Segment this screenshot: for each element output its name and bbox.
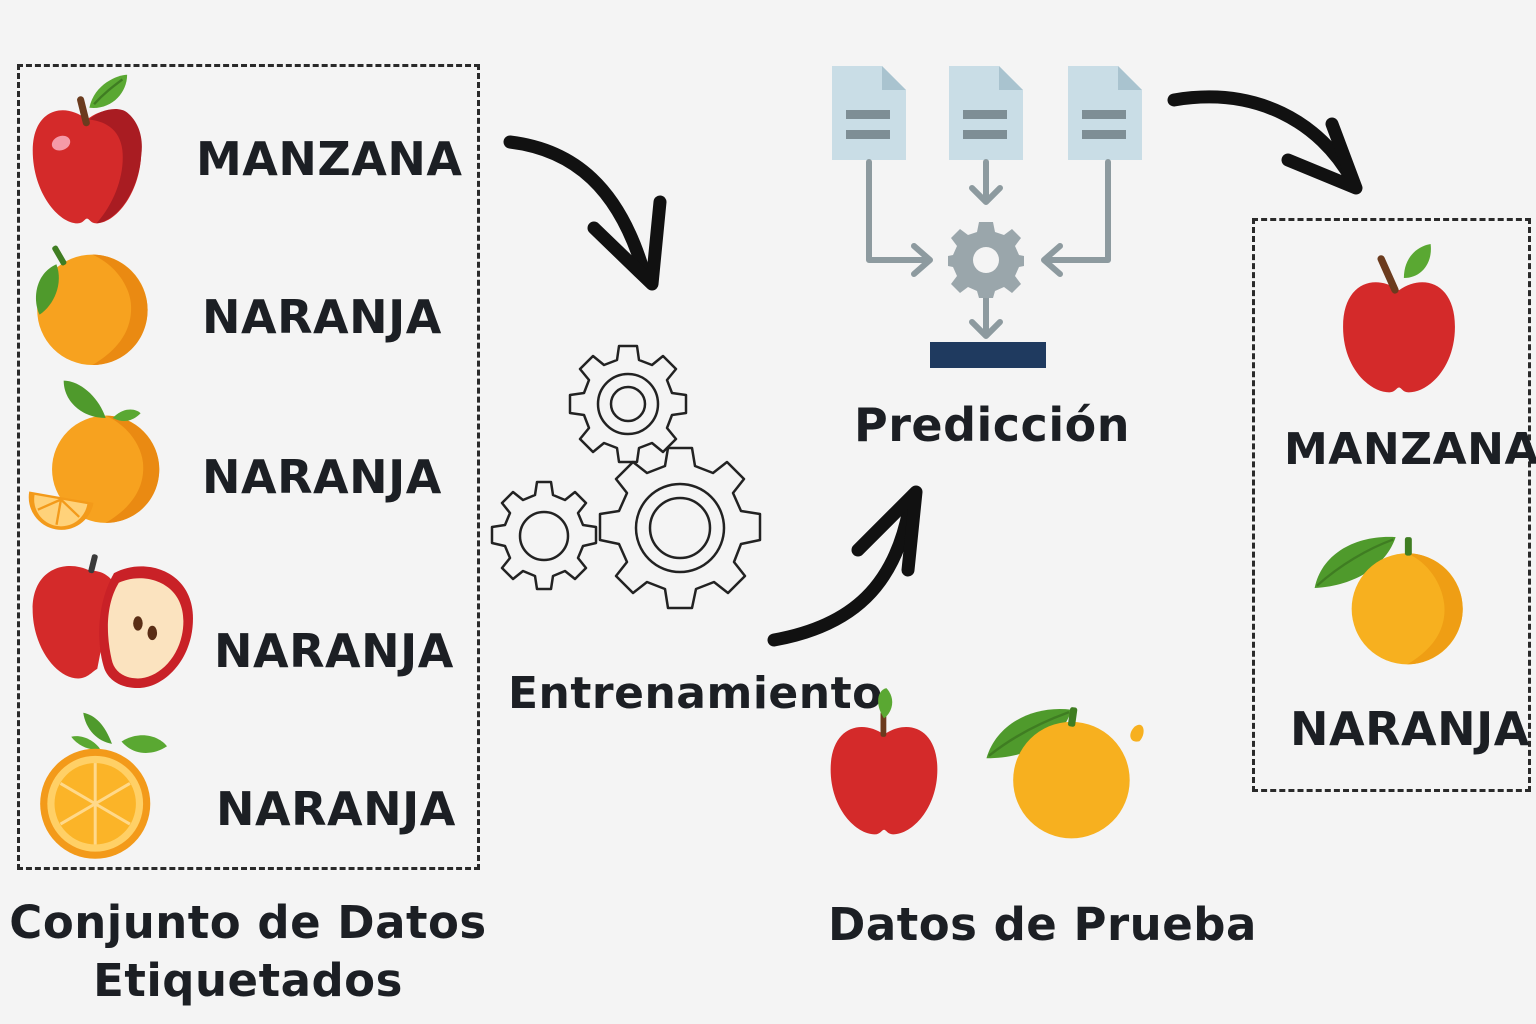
apple-icon xyxy=(32,74,142,224)
gears-icon xyxy=(490,344,762,610)
training-label-3: NARANJA xyxy=(202,450,442,504)
training-label-4: NARANJA xyxy=(214,624,454,678)
test-orange-icon xyxy=(986,707,1144,839)
prediction-label: Predicción xyxy=(854,398,1130,452)
arrow-to-prediction xyxy=(767,485,923,647)
test-apple-icon xyxy=(830,688,938,835)
training-label-1: MANZANA xyxy=(196,132,463,186)
orange-icon xyxy=(35,245,148,365)
results-box xyxy=(1252,218,1531,792)
apple-halved-icon xyxy=(32,554,193,689)
orange-with-slice-icon xyxy=(28,380,160,530)
training-label-2: NARANJA xyxy=(202,290,442,344)
training-label: Entrenamiento xyxy=(508,668,883,719)
training-set-box xyxy=(17,64,480,870)
arrow-to-results xyxy=(1167,90,1363,195)
result-orange-icon xyxy=(1314,536,1463,665)
arrow-to-training xyxy=(503,135,667,291)
orange-sliced-icon xyxy=(40,712,168,859)
documents-to-gear-icon xyxy=(832,66,1142,368)
result-label-2: NARANJA xyxy=(1290,702,1530,756)
training-label-5: NARANJA xyxy=(216,782,456,836)
training-set-caption: Conjunto de Datos Etiquetados xyxy=(9,896,487,1007)
result-label-1: MANZANA xyxy=(1284,424,1536,475)
result-apple-icon xyxy=(1343,244,1455,393)
test-data-caption: Datos de Prueba xyxy=(828,898,1257,951)
